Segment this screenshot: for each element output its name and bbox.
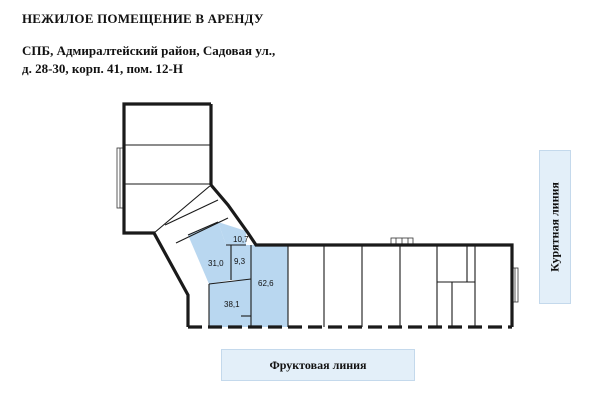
street-name-right: Курятная линия	[547, 182, 562, 272]
window-details	[116, 147, 519, 303]
room-62-6[interactable]	[251, 245, 288, 327]
room-9-3[interactable]	[231, 245, 251, 280]
address-line-2: д. 28-30, корп. 41, пом. 12-Н	[22, 61, 183, 76]
room-label: 31,0	[208, 259, 224, 268]
exterior-walls	[122, 102, 514, 329]
highlighted-rooms	[188, 222, 288, 327]
room-label: 62,6	[258, 279, 274, 288]
room-label: 38,1	[224, 300, 240, 309]
interior-walls	[124, 144, 476, 327]
address-line-1: СПБ, Адмиралтейский район, Садовая ул.,	[22, 43, 276, 58]
room-label: 10,7	[233, 235, 249, 244]
page-title: НЕЖИЛОЕ ПОМЕЩЕНИЕ В АРЕНДУ	[22, 11, 264, 26]
room-31-0[interactable]	[188, 222, 231, 284]
street-label-right: Курятная линия	[539, 150, 571, 304]
room-label: 9,3	[234, 257, 246, 266]
street-name-bottom: Фруктовая линия	[269, 357, 367, 372]
street-label-bottom: Фруктовая линия	[221, 349, 415, 381]
room-10-7[interactable]	[218, 222, 246, 245]
room-38-1[interactable]	[209, 279, 251, 327]
